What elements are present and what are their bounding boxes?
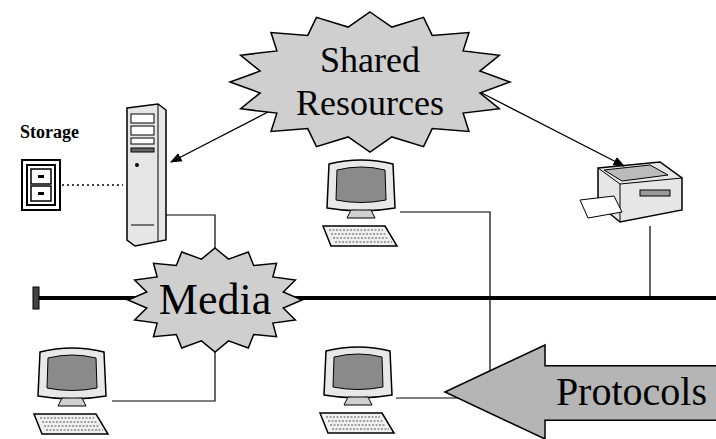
media-starburst: Media: [128, 248, 302, 352]
printer: [580, 162, 682, 222]
workstation-middle: [320, 347, 394, 433]
shape-path: [230, 12, 510, 152]
server-tower: [127, 104, 166, 246]
leader-arrow: [171, 112, 268, 162]
node-label: Protocols: [556, 368, 707, 416]
starburst-outline: [230, 12, 510, 152]
protocol-arrow: Protocols: [445, 345, 716, 439]
leader-arrow: [468, 86, 624, 166]
workstation-left: [34, 348, 108, 434]
shape-path: [445, 345, 716, 439]
storage-icon: [22, 160, 60, 210]
shape-path: [128, 248, 302, 352]
workstation-top: [323, 160, 397, 246]
node-label: Media: [159, 274, 271, 327]
bus-terminator: [33, 287, 39, 309]
resource-starburst: Shared Resources: [230, 12, 510, 152]
storage-link: [62, 184, 123, 186]
node-label: Shared Resources: [275, 39, 465, 125]
part-label: Storage: [20, 122, 79, 143]
